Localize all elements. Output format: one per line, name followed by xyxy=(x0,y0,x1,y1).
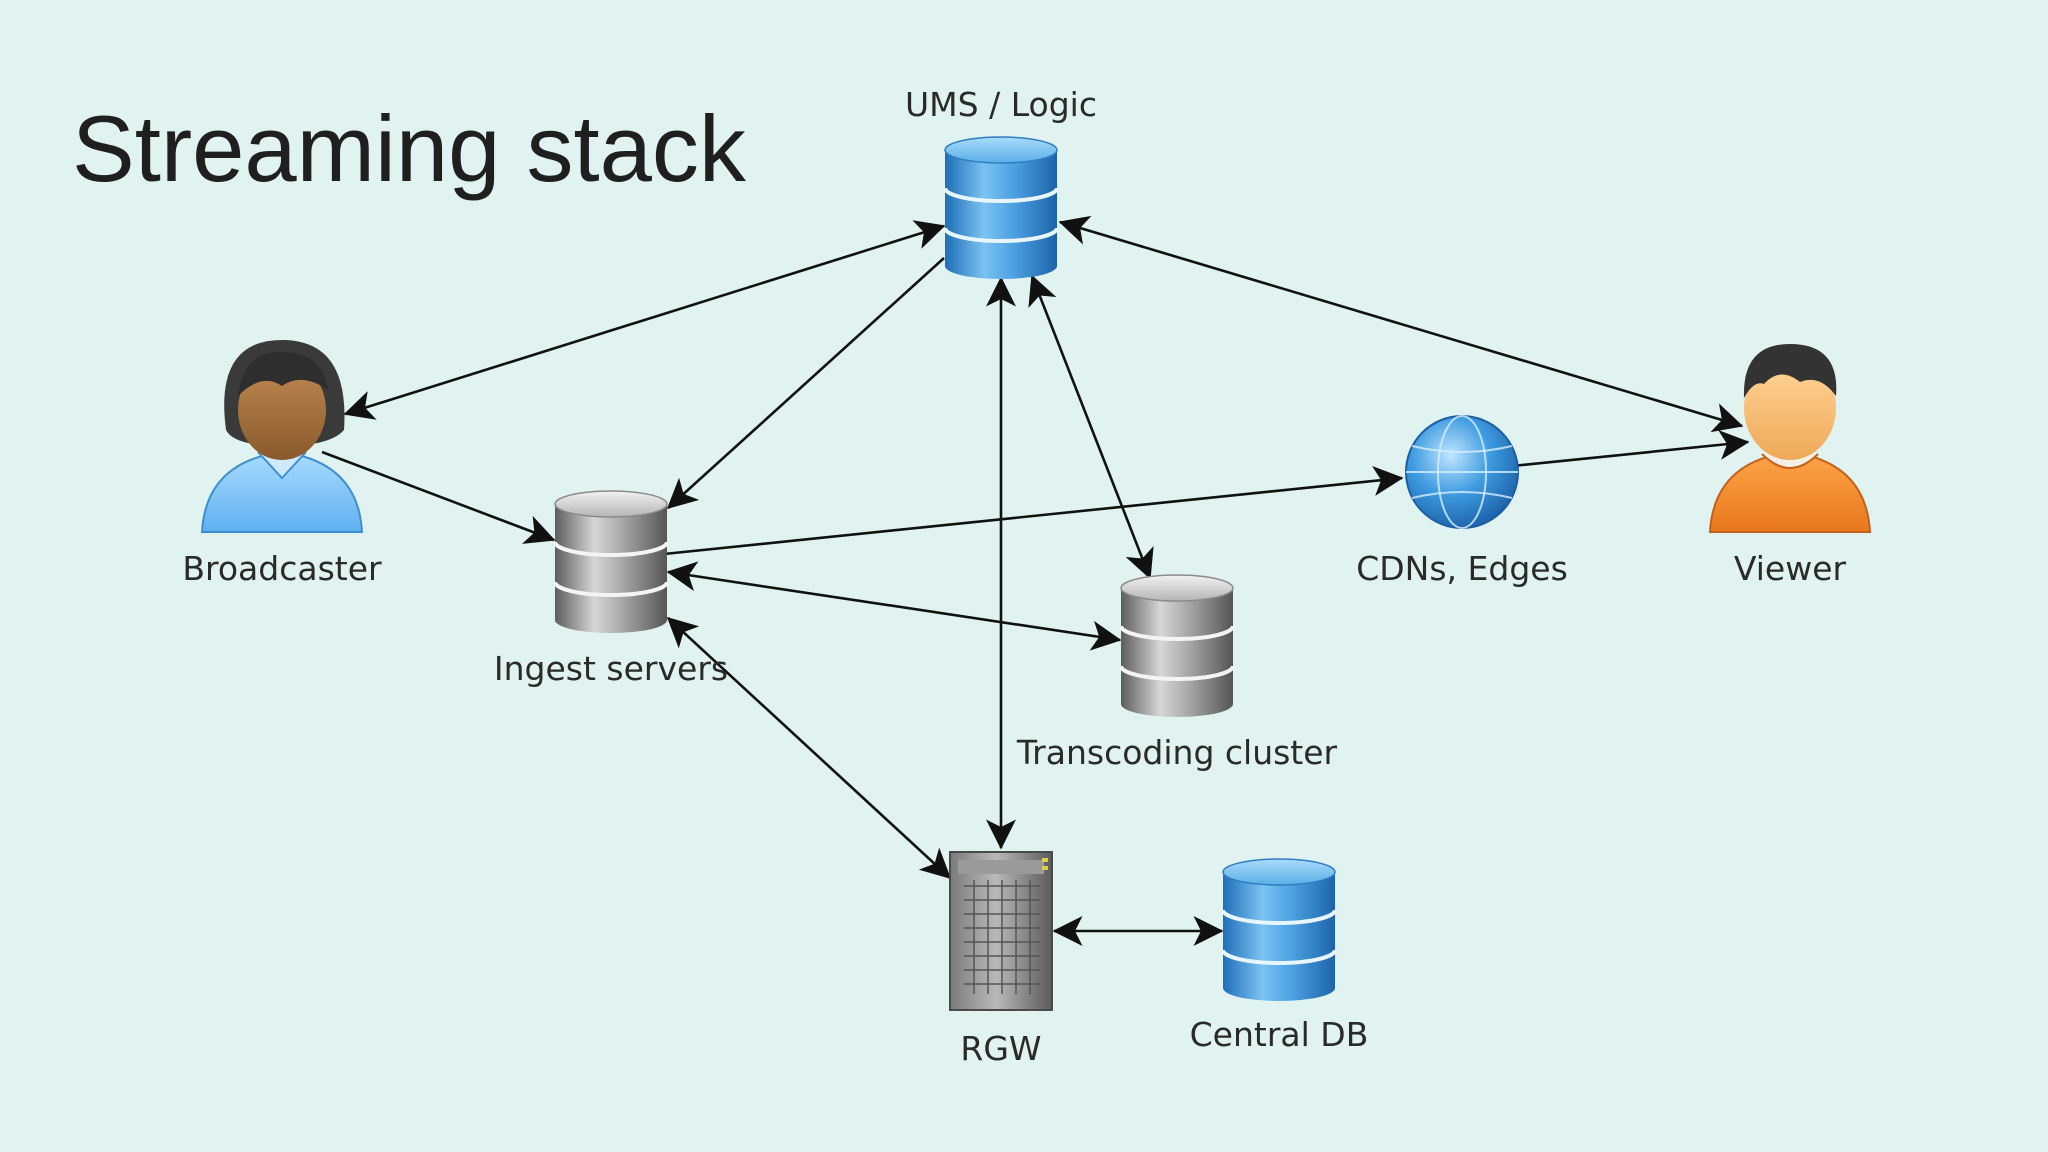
edges xyxy=(321,215,1750,946)
node-label-ingest: Ingest servers xyxy=(494,649,728,688)
node-ums-logic[interactable]: UMS / Logic xyxy=(905,85,1097,281)
node-label-broadcaster: Broadcaster xyxy=(182,549,382,588)
person-male-icon xyxy=(1708,344,1872,533)
edge-ums-transcoding xyxy=(1028,274,1154,580)
node-label-viewer: Viewer xyxy=(1734,549,1847,588)
edge-ums-viewer xyxy=(1058,215,1744,433)
server-tower-icon xyxy=(949,851,1053,1011)
node-transcoding-cluster[interactable]: Transcoding cluster xyxy=(1016,573,1338,772)
node-label-ums: UMS / Logic xyxy=(905,85,1097,124)
database-gray-icon xyxy=(553,489,669,635)
edge-ingest-rgw xyxy=(666,616,952,880)
database-gray-icon xyxy=(1119,573,1235,719)
database-blue-icon xyxy=(943,135,1059,281)
node-cdns-edges[interactable]: CDNs, Edges xyxy=(1356,415,1568,588)
node-label-transcoding: Transcoding cluster xyxy=(1016,733,1338,772)
edge-ingest-transcoding xyxy=(666,561,1122,651)
node-rgw[interactable]: RGW xyxy=(949,851,1053,1068)
edge-cdn-viewer xyxy=(1511,429,1750,468)
database-blue-icon xyxy=(1221,857,1337,1003)
edge-broadcaster-ingest xyxy=(321,450,556,544)
edge-ingest-cdn xyxy=(663,465,1404,556)
node-label-rgw: RGW xyxy=(960,1029,1041,1068)
node-label-centraldb: Central DB xyxy=(1190,1015,1369,1054)
node-label-cdn: CDNs, Edges xyxy=(1356,549,1568,588)
edge-ums-broadcaster xyxy=(343,220,946,420)
node-broadcaster[interactable]: Broadcaster xyxy=(182,340,382,588)
slide-title: Streaming stack xyxy=(72,96,746,201)
globe-icon xyxy=(1405,415,1519,529)
node-central-db[interactable]: Central DB xyxy=(1190,857,1369,1054)
edge-ums-ingest xyxy=(666,257,945,510)
person-female-icon xyxy=(200,340,364,533)
node-ingest-servers[interactable]: Ingest servers xyxy=(494,489,728,688)
node-viewer[interactable]: Viewer xyxy=(1708,344,1872,588)
